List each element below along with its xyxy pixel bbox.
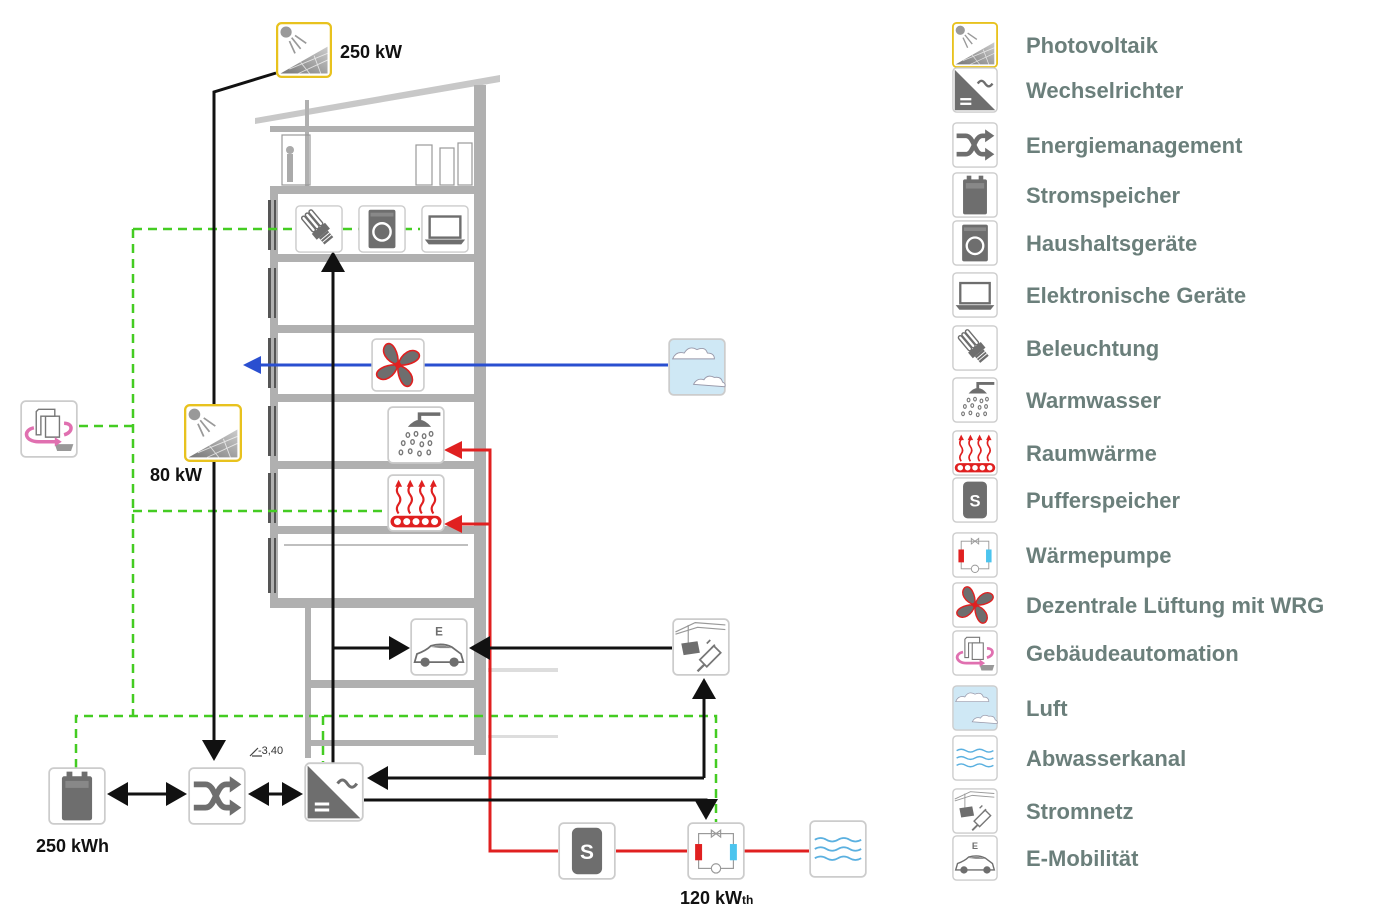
building-section (255, 75, 558, 758)
light-bulb-icon (295, 205, 343, 253)
legend-item: Raumwärme (952, 430, 1157, 476)
legend-item: Haushaltsgeräte (952, 220, 1197, 266)
legend-item: E-Mobilität (952, 835, 1139, 881)
heatpump-label: 120 kWth (680, 888, 753, 908)
radiator-heat-icon (387, 474, 445, 532)
water-waves-icon (952, 735, 998, 781)
light-bulb-icon (952, 325, 998, 371)
diagram-nodes (20, 22, 867, 880)
buffer-tank-icon (952, 477, 998, 523)
legend-item: Abwasserkanal (952, 735, 1186, 781)
battery-label: 250 kWh (36, 836, 109, 856)
legend-item: Stromspeicher (952, 172, 1180, 218)
battery-icon (48, 767, 106, 825)
legend-label: Wärmepumpe (1026, 543, 1171, 568)
power-grid-plug-icon (952, 788, 998, 834)
heat-lines (444, 441, 809, 853)
water-waves-icon (809, 820, 867, 878)
legend-label: Stromspeicher (1026, 183, 1180, 208)
legend-label: Wechselrichter (1026, 78, 1184, 103)
level-marker: -3,40 (249, 745, 283, 757)
level-label: -3,40 (258, 745, 283, 757)
cloud-icon (952, 685, 998, 731)
legend-label: Elektronische Geräte (1026, 283, 1246, 308)
legend-item: Warmwasser (952, 377, 1161, 423)
legend-item: Wechselrichter (952, 67, 1184, 113)
legend-item: Dezentrale Lüftung mit WRG (952, 582, 1324, 628)
legend-label: Raumwärme (1026, 441, 1157, 466)
legend-label: E-Mobilität (1026, 846, 1139, 871)
battery-icon (952, 172, 998, 218)
legend: PhotovoltaikWechselrichterEnergiemanagem… (952, 22, 1324, 881)
pv-mid-label: 80 kW (150, 465, 202, 485)
buffer-tank-icon (558, 822, 616, 880)
legend-item: Stromnetz (952, 788, 1134, 834)
shower-icon (387, 406, 445, 464)
legend-item: Elektronische Geräte (952, 272, 1246, 318)
legend-item: Luft (952, 685, 1068, 731)
solar-panel-icon (184, 404, 242, 462)
shuffle-icon (953, 123, 997, 167)
legend-label: Luft (1026, 696, 1068, 721)
legend-item: Wärmepumpe (952, 532, 1171, 578)
electric-lines (107, 71, 718, 820)
laptop-icon (421, 205, 469, 253)
legend-label: Pufferspeicher (1026, 488, 1180, 513)
laptop-icon (952, 272, 998, 318)
pv-top-label: 250 kW (340, 42, 402, 62)
solar-panel-icon (952, 22, 998, 68)
legend-label: Warmwasser (1026, 388, 1161, 413)
solar-panel-icon (276, 22, 332, 78)
legend-item: Gebäudeautomation (952, 630, 1239, 676)
legend-label: Beleuchtung (1026, 336, 1159, 361)
washing-machine-icon (358, 205, 406, 253)
legend-label: Haushaltsgeräte (1026, 231, 1197, 256)
cloud-icon (668, 338, 726, 396)
building-automation-icon (952, 630, 998, 676)
building-automation-icon (20, 400, 78, 458)
legend-label: Abwasserkanal (1026, 746, 1186, 771)
legend-label: Photovoltaik (1026, 33, 1159, 58)
heat-pump-icon (952, 532, 998, 578)
electric-car-icon (410, 618, 468, 676)
legend-item: Photovoltaik (952, 22, 1159, 68)
control-lines (74, 227, 718, 822)
inverter-icon (304, 762, 364, 822)
legend-item: Pufferspeicher (952, 477, 1180, 523)
fan-icon (371, 338, 425, 392)
inverter-icon (952, 67, 998, 113)
legend-label: Dezentrale Lüftung mit WRG (1026, 593, 1324, 618)
shuffle-icon (189, 768, 245, 824)
legend-item: Energiemanagement (953, 123, 1243, 167)
legend-label: Stromnetz (1026, 799, 1134, 824)
power-grid-plug-icon (672, 618, 730, 676)
legend-label: Energiemanagement (1026, 133, 1243, 158)
legend-label: Gebäudeautomation (1026, 641, 1239, 666)
shower-icon (952, 377, 998, 423)
electric-car-icon (952, 835, 998, 881)
radiator-heat-icon (952, 430, 998, 476)
legend-item: Beleuchtung (952, 325, 1159, 371)
heat-pump-icon (687, 822, 745, 880)
washing-machine-icon (952, 220, 998, 266)
fan-icon (952, 582, 998, 628)
